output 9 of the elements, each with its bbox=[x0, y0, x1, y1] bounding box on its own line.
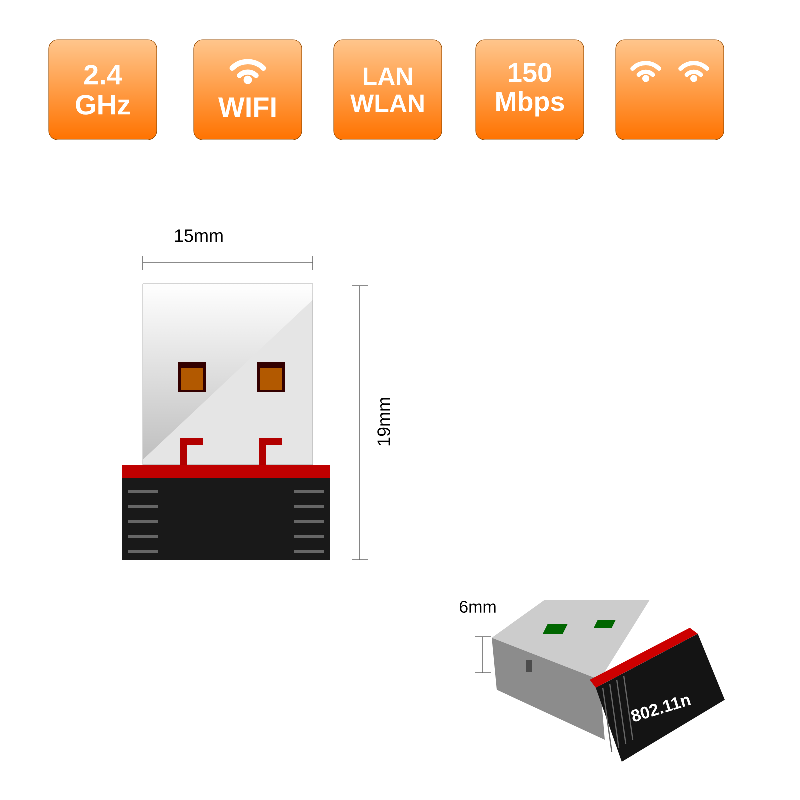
feature-badge: 150 Mbps bbox=[476, 40, 584, 140]
feature-badge: WIFI bbox=[194, 40, 302, 140]
dimension-label: 15mm bbox=[175, 230, 223, 242]
dimension-label: 19mm bbox=[378, 398, 390, 446]
feature-badge: 2.4 GHz bbox=[48, 40, 158, 140]
printed-marking: 802.11n bbox=[631, 696, 692, 722]
dimension-label: 6mm bbox=[460, 600, 496, 614]
feature-badge bbox=[616, 40, 724, 140]
feature-badge: LAN WLAN bbox=[334, 40, 442, 140]
